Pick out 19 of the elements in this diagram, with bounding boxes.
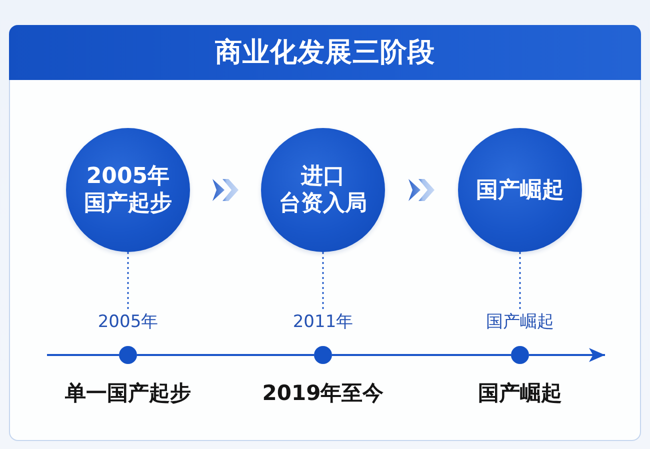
dotted-line [127, 252, 129, 311]
dotted-line [322, 252, 324, 311]
milestone-label: 单一国产起步 [65, 380, 191, 406]
timeline-line [137, 354, 314, 356]
dotted-line [519, 252, 521, 311]
milestone-label: 2019年至今 [262, 380, 384, 406]
timeline-arrow [529, 348, 605, 362]
timeline-label: 2005年 [98, 311, 158, 333]
milestone-label: 国产崛起 [478, 380, 562, 406]
timeline-line [47, 354, 119, 356]
chevron-arrow [212, 179, 238, 201]
stage-title: 2005年国产起步 [84, 163, 172, 217]
timeline-line [332, 354, 511, 356]
chevron-arrow [408, 179, 434, 201]
timeline-label: 2011年 [292, 311, 354, 333]
timeline-label: 国产崛起 [486, 311, 554, 333]
stage-title: 进口台资入局 [279, 163, 367, 217]
diagram-title: 商业化发展三阶段 [215, 36, 435, 70]
stage-title: 国产崛起 [476, 176, 564, 204]
